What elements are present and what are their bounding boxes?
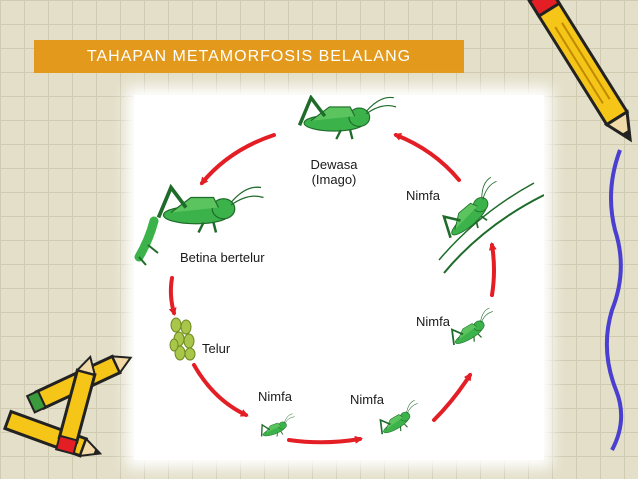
label-nimfa-4: Nimfa	[406, 188, 441, 203]
label-nimfa-1: Nimfa	[258, 389, 293, 404]
slide-title-banner: TAHAPAN METAMORFOSIS BELALANG	[34, 40, 464, 73]
nymph-large-icon	[445, 306, 503, 353]
diagram-panel: Dewasa (Imago) Betina bertelur Telur Nim…	[134, 95, 544, 460]
label-nimfa-3: Nimfa	[416, 314, 451, 329]
nymph-small-icon	[257, 412, 300, 443]
label-telur: Telur	[202, 341, 231, 356]
arrow-nimfa-to-nimfa-right	[432, 372, 472, 422]
label-nimfa-2: Nimfa	[350, 392, 385, 407]
pencils-bundle-icon	[2, 354, 133, 458]
arrow-betina-to-telur	[168, 276, 177, 316]
label-betina-bertelur: Betina bertelur	[180, 250, 265, 265]
arrow-telur-to-nimfa	[192, 363, 249, 417]
arrow-nimfa-up	[488, 242, 497, 297]
pencil-icon	[527, 0, 632, 143]
egg-laying-grasshopper-icon	[134, 185, 266, 266]
egg-cluster-icon	[169, 317, 196, 361]
slide-title: TAHAPAN METAMORFOSIS BELALANG	[86, 47, 412, 65]
adult-grasshopper-icon	[297, 95, 398, 141]
arrow-nimfa-to-imago	[393, 133, 461, 182]
arrow-imago-to-betina	[200, 133, 276, 186]
nymph-older-icon	[436, 174, 544, 274]
label-imago: (Imago)	[312, 172, 357, 187]
arrow-nimfa-to-nimfa	[287, 435, 363, 445]
cycle-arrows	[168, 133, 497, 445]
life-cycle-diagram: Dewasa (Imago) Betina bertelur Telur Nim…	[134, 95, 544, 445]
label-dewasa: Dewasa	[311, 157, 359, 172]
wavy-border-line	[604, 149, 624, 451]
